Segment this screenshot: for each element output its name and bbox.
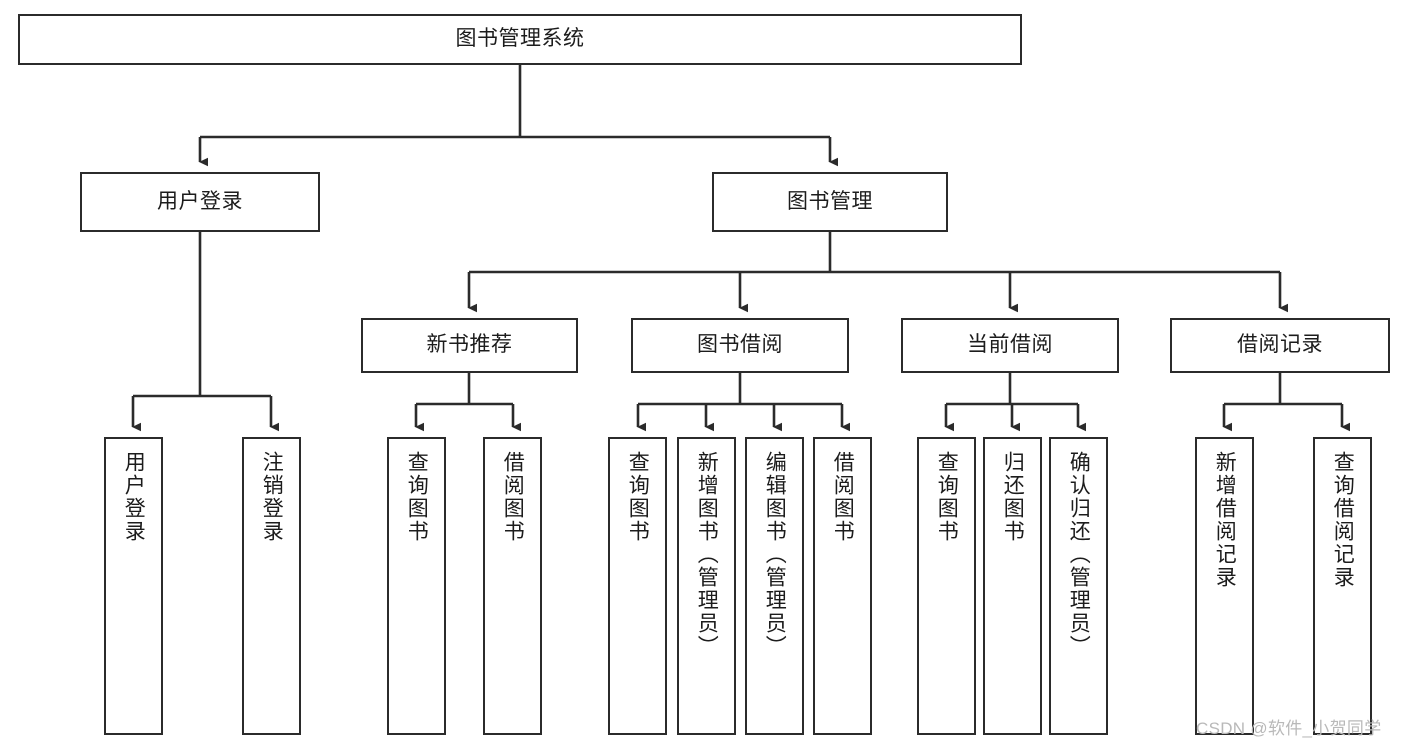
node-book-borrow[interactable]: 图书借阅 [631,318,849,373]
node-root-label: 图书管理系统 [455,27,585,51]
node-leaf-logout-label: 注销登录 [260,451,284,543]
node-leaf-edit-book-admin[interactable]: 编辑图书（管理员） [745,437,804,735]
node-leaf-edit-book-admin-label: 编辑图书（管理员） [763,451,787,658]
node-user-login-label: 用户登录 [157,189,243,213]
node-borrow-record[interactable]: 借阅记录 [1170,318,1390,373]
node-leaf-confirm-return-admin[interactable]: 确认归还（管理员） [1049,437,1108,735]
node-leaf-borrow-query-book[interactable]: 查询图书 [608,437,667,735]
csdn-watermark-text: CSDN @软件_小贺同学 [1196,719,1382,738]
node-leaf-user-login-label: 用户登录 [122,451,146,543]
node-leaf-borrow-query-book-label: 查询图书 [626,451,650,543]
node-leaf-borrow-book-label: 借阅图书 [831,451,855,543]
node-new-book-recommend[interactable]: 新书推荐 [361,318,578,373]
node-leaf-recommend-borrow-book[interactable]: 借阅图书 [483,437,542,735]
node-leaf-query-borrow-record-label: 查询借阅记录 [1331,451,1355,589]
node-new-book-recommend-label: 新书推荐 [426,333,513,357]
node-book-borrow-label: 图书借阅 [697,333,783,357]
node-borrow-record-label: 借阅记录 [1237,333,1323,357]
node-leaf-add-borrow-record[interactable]: 新增借阅记录 [1195,437,1254,735]
node-leaf-recommend-query-book-label: 查询图书 [405,451,429,543]
node-current-borrow-label: 当前借阅 [967,333,1053,357]
node-book-management[interactable]: 图书管理 [712,172,948,232]
node-leaf-current-query-book-label: 查询图书 [935,451,959,543]
node-book-management-label: 图书管理 [787,189,873,213]
node-leaf-user-login[interactable]: 用户登录 [104,437,163,735]
node-leaf-current-query-book[interactable]: 查询图书 [917,437,976,735]
node-leaf-query-borrow-record[interactable]: 查询借阅记录 [1313,437,1372,735]
node-user-login[interactable]: 用户登录 [80,172,320,232]
node-leaf-add-book-admin[interactable]: 新增图书（管理员） [677,437,736,735]
node-leaf-recommend-query-book[interactable]: 查询图书 [387,437,446,735]
node-leaf-recommend-borrow-book-label: 借阅图书 [501,451,525,543]
csdn-watermark: CSDN @软件_小贺同学 [1196,714,1382,739]
node-root-book-management-system[interactable]: 图书管理系统 [18,14,1022,65]
node-leaf-confirm-return-admin-label: 确认归还（管理员） [1067,451,1091,658]
node-current-borrow[interactable]: 当前借阅 [901,318,1119,373]
node-leaf-logout[interactable]: 注销登录 [242,437,301,735]
node-leaf-add-borrow-record-label: 新增借阅记录 [1213,451,1237,589]
node-leaf-return-book[interactable]: 归还图书 [983,437,1042,735]
node-leaf-add-book-admin-label: 新增图书（管理员） [695,451,719,658]
node-leaf-borrow-book[interactable]: 借阅图书 [813,437,872,735]
node-leaf-return-book-label: 归还图书 [1001,451,1025,543]
